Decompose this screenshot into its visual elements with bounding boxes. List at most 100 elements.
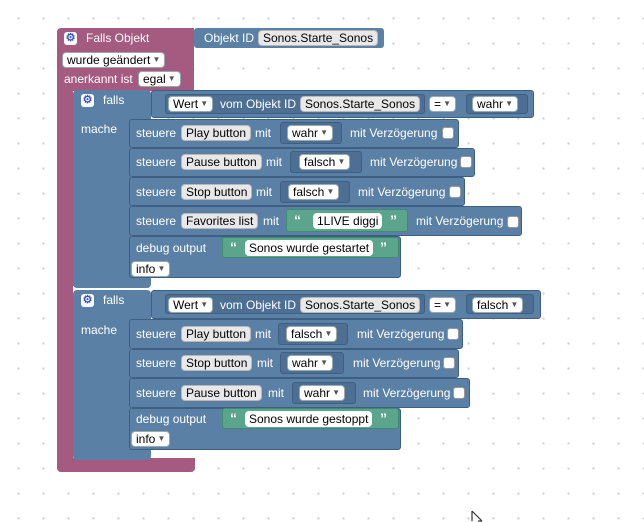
chevron-down-icon: ▼ xyxy=(320,128,329,137)
if-2-wert-dropdown[interactable]: Wert▼ xyxy=(168,297,214,313)
if-2-target-stop[interactable]: Stop button xyxy=(181,355,253,371)
if-1-value-dropdown-pause[interactable]: falsch▼ xyxy=(299,154,351,170)
chevron-down-icon: ▼ xyxy=(157,264,166,273)
if-2-mache-label: mache xyxy=(81,323,118,337)
if-1-bool-label: wahr xyxy=(477,97,504,111)
if-1-target-favorites[interactable]: Favorites list xyxy=(181,213,259,229)
trigger-block-footer xyxy=(57,458,195,472)
objekt-id-label: Objekt ID xyxy=(204,31,255,45)
if-2-value-dropdown-stop[interactable]: wahr▼ xyxy=(287,355,334,371)
anerkannt-label: anerkannt ist xyxy=(64,72,133,86)
if-1-target-pause[interactable]: Pause button xyxy=(181,154,262,170)
steuere-label: steuere xyxy=(136,356,177,370)
quote-open-icon: “ xyxy=(230,410,237,426)
chevron-down-icon: ▼ xyxy=(200,99,209,108)
objekt-id-field[interactable]: Sonos.Starte_Sonos xyxy=(258,30,379,46)
anerkannt-dropdown-label: egal xyxy=(143,72,166,86)
if-1-mache-label: mache xyxy=(81,122,118,136)
chevron-down-icon: ▼ xyxy=(320,358,329,367)
value-label: wahr xyxy=(292,356,319,370)
if-1-bool-dropdown[interactable]: wahr▼ xyxy=(472,96,519,112)
chevron-down-icon: ▼ xyxy=(324,329,333,338)
delay-checkbox[interactable] xyxy=(449,186,461,198)
delay-label: mit Verzögerung xyxy=(363,386,451,400)
if-block-2-spine xyxy=(73,318,131,456)
delay-checkbox[interactable] xyxy=(443,357,455,369)
steuere-label: steuere xyxy=(136,386,177,400)
value-label: wahr xyxy=(304,386,331,400)
chevron-down-icon: ▼ xyxy=(157,434,166,443)
chevron-down-icon: ▼ xyxy=(326,187,335,196)
event-dropdown[interactable]: wurde geändert▼ xyxy=(62,52,166,68)
mit-label: mit xyxy=(255,327,271,341)
if-2-target-pause[interactable]: Pause button xyxy=(181,385,262,401)
steuere-label: steuere xyxy=(136,327,177,341)
delay-checkbox[interactable] xyxy=(507,216,519,228)
if-1-vom-label: vom Objekt ID xyxy=(220,97,297,111)
chevron-down-icon: ▼ xyxy=(332,388,341,397)
steuere-label: steuere xyxy=(136,126,177,140)
delay-label: mit Verzögerung xyxy=(416,214,504,228)
if-1-debug-level-dropdown[interactable]: info▼ xyxy=(131,261,171,277)
chevron-down-icon: ▼ xyxy=(510,300,519,309)
delay-label: mit Verzögerung xyxy=(353,356,441,370)
value-label: falsch xyxy=(293,185,325,199)
if-2-bool-dropdown[interactable]: falsch▼ xyxy=(472,297,524,313)
steuere-label: steuere xyxy=(136,155,177,169)
quote-open-icon: “ xyxy=(294,212,301,228)
value-label: falsch xyxy=(291,327,323,341)
delay-checkbox[interactable] xyxy=(460,156,472,168)
value-label: wahr xyxy=(292,126,319,140)
value-label: falsch xyxy=(304,155,336,169)
if-1-target-stop[interactable]: Stop button xyxy=(181,184,253,200)
if-1-debug-text[interactable]: Sonos wurde gestartet xyxy=(245,240,374,256)
delay-checkbox[interactable] xyxy=(442,127,454,139)
if-2-object-field[interactable]: Sonos.Starte_Sonos xyxy=(300,297,421,313)
trigger-block-header-ext xyxy=(180,28,194,50)
if-2-falls-label: falls xyxy=(103,293,125,307)
quote-open-icon: “ xyxy=(230,239,237,255)
gear-icon[interactable]: ⚙ xyxy=(81,294,94,307)
if-2-value-dropdown-pause[interactable]: wahr▼ xyxy=(299,385,346,401)
if-2-operator-label: = xyxy=(434,298,442,312)
delay-label: mit Verzögerung xyxy=(357,327,445,341)
mouse-cursor-icon xyxy=(471,510,483,522)
gear-icon[interactable]: ⚙ xyxy=(64,32,77,45)
if-2-debug-text[interactable]: Sonos wurde gestoppt xyxy=(245,411,373,427)
if-2-wert-label: Wert xyxy=(173,298,199,312)
mit-label: mit xyxy=(263,214,279,228)
delay-checkbox[interactable] xyxy=(447,328,459,340)
if-1-wert-label: Wert xyxy=(173,97,199,111)
if-1-object-field[interactable]: Sonos.Starte_Sonos xyxy=(300,96,421,112)
if-1-falls-label: falls xyxy=(103,93,125,107)
gear-icon[interactable]: ⚙ xyxy=(81,94,94,107)
if-2-operator-dropdown[interactable]: =▼ xyxy=(429,297,457,313)
event-dropdown-label: wurde geändert xyxy=(67,53,151,67)
delay-checkbox[interactable] xyxy=(453,387,465,399)
delay-label: mit Verzögerung xyxy=(370,155,458,169)
if-1-target-play[interactable]: Play button xyxy=(181,125,252,141)
debug-level-label: info xyxy=(136,262,156,276)
mit-label: mit xyxy=(268,386,284,400)
if-1-operator-dropdown[interactable]: =▼ xyxy=(429,96,457,112)
if-2-target-play[interactable]: Play button xyxy=(181,326,252,342)
quote-close-icon: ” xyxy=(380,410,387,426)
chevron-down-icon: ▼ xyxy=(152,55,161,64)
chevron-down-icon: ▼ xyxy=(443,300,452,309)
mit-label: mit xyxy=(257,356,273,370)
if-block-1-footer xyxy=(73,276,151,288)
anerkannt-dropdown[interactable]: egal▼ xyxy=(138,71,181,87)
chevron-down-icon: ▼ xyxy=(167,74,176,83)
quote-close-icon: ” xyxy=(390,212,397,228)
if-2-bool-label: falsch xyxy=(477,298,509,312)
if-1-wert-dropdown[interactable]: Wert▼ xyxy=(168,96,214,112)
trigger-title: Falls Objekt xyxy=(86,31,150,45)
if-1-value-dropdown-play[interactable]: wahr▼ xyxy=(287,125,334,141)
chevron-down-icon: ▼ xyxy=(337,157,346,166)
if-1-text-favorites[interactable]: 1LIVE diggi xyxy=(313,213,383,229)
if-2-debug-level-dropdown[interactable]: info▼ xyxy=(131,431,171,447)
if-2-vom-label: vom Objekt ID xyxy=(220,298,297,312)
if-2-value-dropdown-play[interactable]: falsch▼ xyxy=(286,326,338,342)
if-1-value-dropdown-stop[interactable]: falsch▼ xyxy=(288,184,340,200)
mit-label: mit xyxy=(266,155,282,169)
